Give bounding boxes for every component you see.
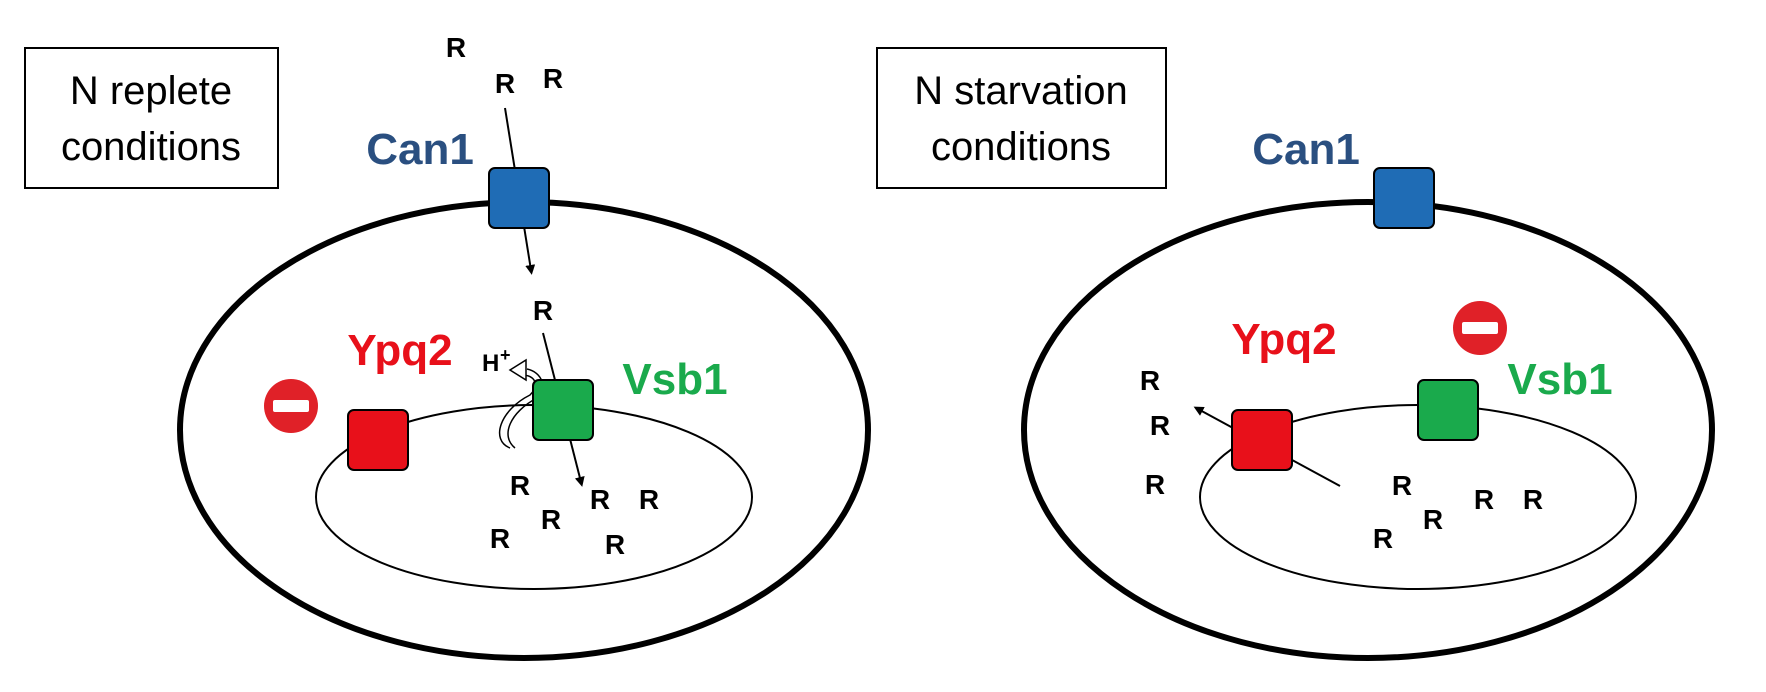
condition-label-line2: conditions xyxy=(61,125,241,169)
cell-membrane xyxy=(1021,199,1715,661)
vsb1-label: Vsb1 xyxy=(1507,355,1612,404)
residue-cytosol-3: R xyxy=(1145,469,1165,500)
residue-vac-1: R xyxy=(1392,470,1412,501)
residue-vac-2: R xyxy=(1474,484,1494,515)
can1-label: Can1 xyxy=(1252,125,1360,174)
residue-vac-4: R xyxy=(1423,504,1443,535)
residue-vac-6: R xyxy=(605,529,625,560)
residue-out-2: R xyxy=(495,68,515,99)
vsb1-transporter xyxy=(532,379,594,441)
residue-vac-3: R xyxy=(639,484,659,515)
residue-vac-3: R xyxy=(1523,484,1543,515)
vsb1-label: Vsb1 xyxy=(622,355,727,404)
ypq2-transporter xyxy=(347,409,409,471)
proton-label: H xyxy=(482,350,499,377)
residue-out-1: R xyxy=(446,32,466,63)
condition-box-replete xyxy=(24,47,279,189)
no-entry-icon xyxy=(1453,301,1507,355)
proton-arrow-head xyxy=(508,358,527,382)
residue-cytosol-2: R xyxy=(1150,410,1170,441)
residue-vac-2: R xyxy=(590,484,610,515)
panel-n-starvation: N starvation conditions Can1 Vsb1 Ypq2 R… xyxy=(876,47,1715,661)
condition-label-line2: conditions xyxy=(931,125,1111,169)
residue-vac-5: R xyxy=(490,523,510,554)
residue-cytosol-1: R xyxy=(1140,365,1160,396)
residue-vac-5: R xyxy=(1373,523,1393,554)
ypq2-label: Ypq2 xyxy=(1231,315,1336,364)
panel-n-replete: N replete conditions R R R Can1 R H + Vs… xyxy=(24,32,871,661)
vsb1-transporter xyxy=(1417,379,1479,441)
can1-transporter xyxy=(488,167,550,229)
residue-out-3: R xyxy=(543,63,563,94)
ypq2-transporter xyxy=(1231,409,1293,471)
condition-label-line1: N starvation xyxy=(914,69,1127,113)
condition-label-line1: N replete xyxy=(70,69,232,113)
ypq2-label: Ypq2 xyxy=(347,326,452,375)
condition-box-starvation xyxy=(876,47,1167,189)
can1-transporter xyxy=(1373,167,1435,229)
can1-label: Can1 xyxy=(366,125,474,174)
residue-cytosol: R xyxy=(533,295,553,326)
no-entry-icon xyxy=(264,379,318,433)
residue-vac-4: R xyxy=(541,504,561,535)
residue-vac-1: R xyxy=(510,470,530,501)
proton-charge: + xyxy=(500,345,511,365)
proton-arrow xyxy=(499,374,537,449)
